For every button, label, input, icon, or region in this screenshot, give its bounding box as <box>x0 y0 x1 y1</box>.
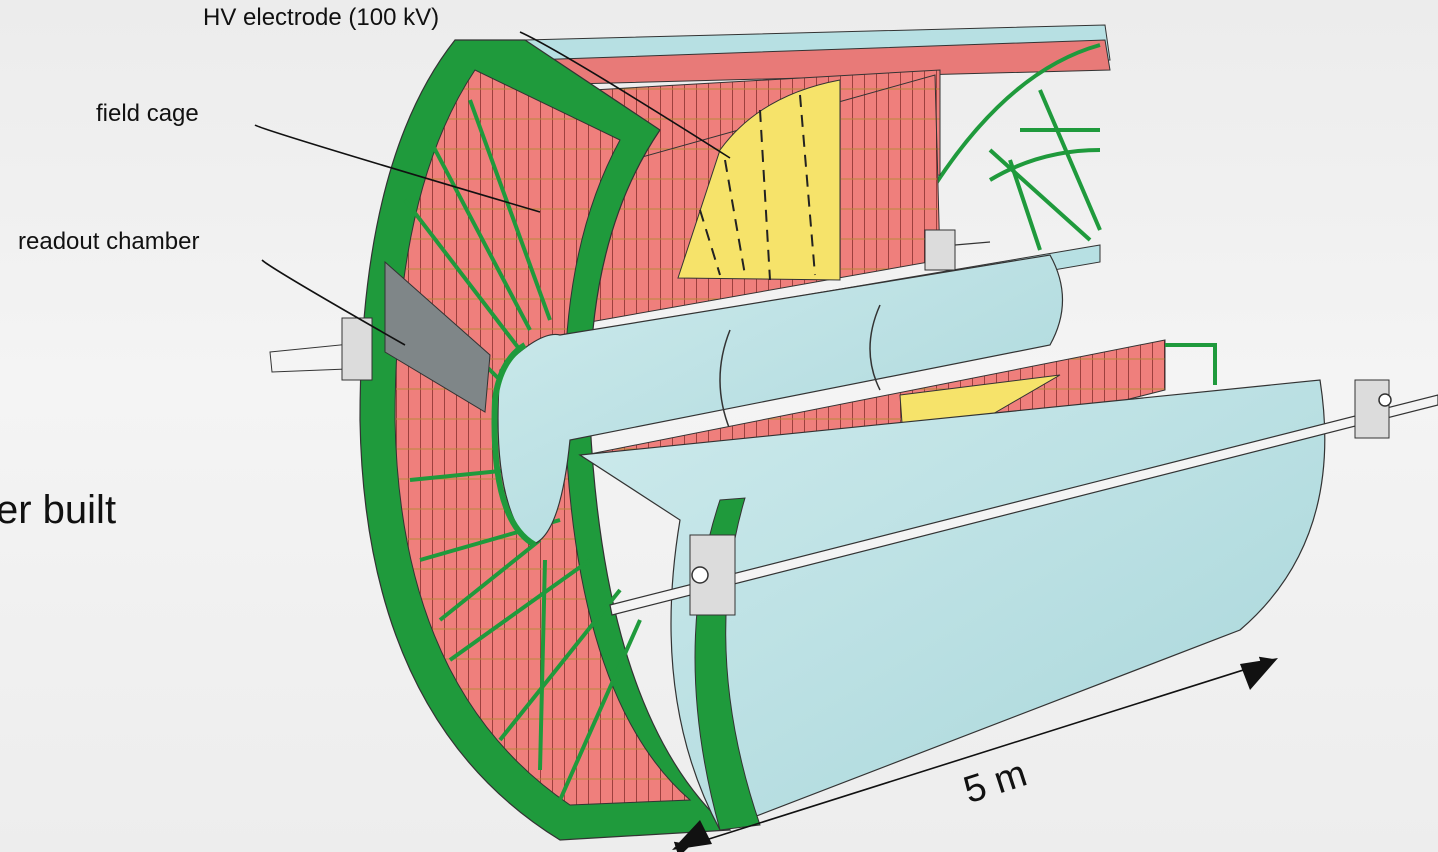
label-field-cage: field cage <box>96 100 199 127</box>
readout-chamber <box>384 260 491 413</box>
inner-field-cage-cylinder <box>497 254 1064 546</box>
far-end-frame <box>933 43 1102 251</box>
leader-lines <box>254 31 731 346</box>
support-rods <box>269 229 1438 616</box>
label-readout-chamber: readout chamber <box>18 228 200 255</box>
slide-text-fragment: er built <box>0 488 117 532</box>
label-hv-electrode: HV electrode (100 kV) <box>203 4 440 31</box>
hv-electrode <box>677 79 841 281</box>
length-dimension-arrow <box>673 656 1277 852</box>
